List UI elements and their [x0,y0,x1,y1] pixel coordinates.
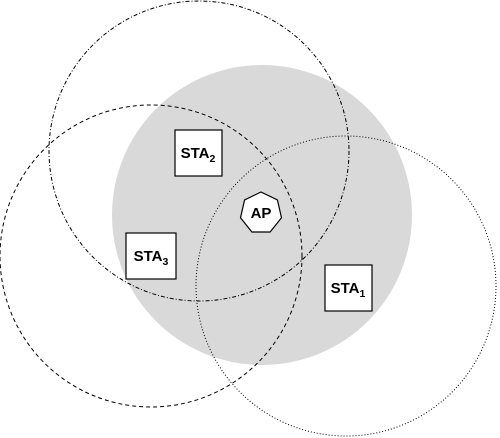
ap-label: AP [251,205,272,222]
ap-node: AP [239,191,283,233]
ap-heptagon-icon [239,191,283,233]
sta2-range-circle [48,0,350,302]
sta3-node: STA3 [125,232,177,280]
sta3-label: STA3 [134,248,169,268]
sta1-node: STA1 [324,264,373,312]
sta2-node: STA2 [174,129,223,177]
sta1-range-circle [195,135,497,437]
sta1-box [324,264,373,312]
sta3-range-circle [0,104,303,408]
sta2-label: STA2 [181,145,216,165]
sta2-box [174,129,223,177]
sta3-box [125,232,177,280]
sta1-label: STA1 [331,280,366,300]
